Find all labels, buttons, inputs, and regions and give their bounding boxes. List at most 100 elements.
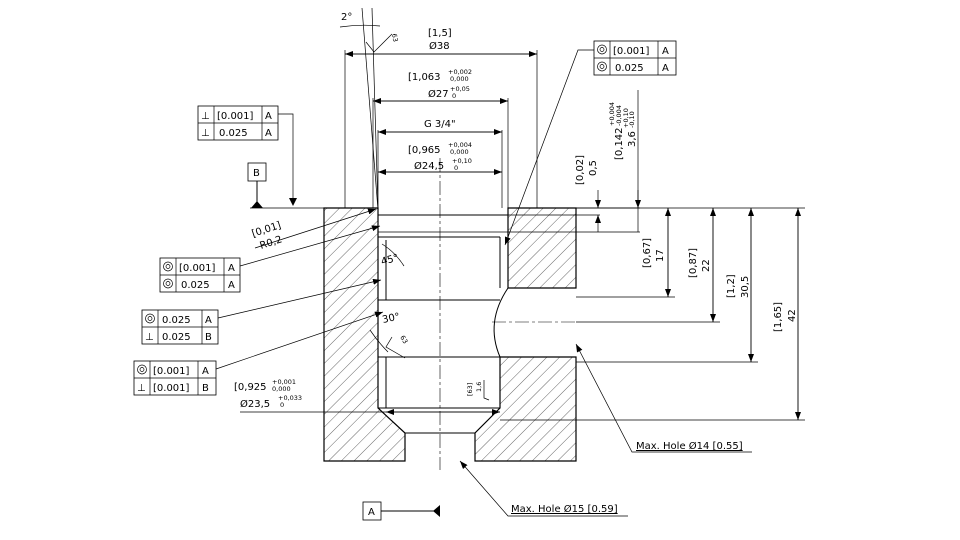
dia24-inch: [0,965 bbox=[408, 145, 441, 156]
d165-mm: 42 bbox=[787, 309, 798, 322]
part-section bbox=[323, 158, 640, 470]
d002-mm: 0,5 bbox=[588, 160, 599, 176]
dim-0-87: [0,87] 22 bbox=[576, 208, 720, 323]
fcf-value: [0.001] bbox=[153, 366, 190, 377]
bottom-finish-value: [63] bbox=[466, 383, 474, 396]
dia24-mm-tol-lo: 0 bbox=[454, 164, 458, 172]
dia23-inch: [0,925 bbox=[234, 382, 267, 393]
dia38-mm-label: Ø38 bbox=[429, 40, 450, 52]
note-hole14-text: Max. Hole Ø14 [0.55] bbox=[636, 440, 743, 452]
dia24-inch-tol-lo: 0,000 bbox=[450, 148, 469, 156]
fcf-datum: B bbox=[202, 383, 209, 394]
angle-2deg-group: 2° 63 bbox=[339, 7, 399, 211]
d0142-inch-tol-lo: -0,004 bbox=[615, 105, 623, 126]
dia24-mm-tol-up: +0,10 bbox=[452, 157, 472, 165]
fcf-value: 0.025 bbox=[162, 315, 191, 326]
dia23-mm-label: Ø23,5 bbox=[240, 398, 270, 410]
concentricity-icon bbox=[597, 61, 607, 72]
dia27-mm-tol-lo: 0 bbox=[452, 92, 456, 100]
angle-30-label: 30° bbox=[381, 311, 401, 325]
thread-label: G 3/4" bbox=[424, 119, 456, 130]
fcf-value: 0.025 bbox=[181, 280, 210, 291]
angle-2deg-label: 2° bbox=[341, 12, 352, 23]
dia24-inch-tol-up: +0,004 bbox=[448, 141, 472, 149]
dia38-inch: [1,5] bbox=[428, 28, 452, 39]
dia27-inch-tol-up: +0,002 bbox=[448, 68, 472, 76]
dim-dia23: [0,925 +0,001 0,000 Ø23,5 +0,033 0 bbox=[234, 378, 500, 415]
fcf-datum: A bbox=[265, 111, 272, 122]
d067-mm: 17 bbox=[655, 249, 666, 262]
fcf-datum: A bbox=[265, 128, 272, 139]
fcf-value: 0.025 bbox=[219, 128, 248, 139]
fcf-value: [0.001] bbox=[217, 111, 254, 122]
angle-30-group: 30° 63 bbox=[369, 311, 409, 359]
note-hole14: Max. Hole Ø14 [0.55] bbox=[575, 343, 752, 453]
dia27-mm-tol-up: +0,05 bbox=[450, 85, 470, 93]
note-hole15-text: Max. Hole Ø15 [0.59] bbox=[511, 503, 618, 515]
left-wall-section bbox=[323, 207, 406, 462]
fcf-datum: A bbox=[202, 366, 209, 377]
fcf-datum: A bbox=[228, 280, 235, 291]
concentricity-icon bbox=[145, 313, 155, 324]
dia23-mm-tol-lo: 0 bbox=[280, 401, 284, 409]
concentricity-icon bbox=[597, 44, 607, 55]
right-wall-upper-section bbox=[507, 207, 577, 289]
finish-symbol-top bbox=[365, 33, 393, 53]
d087-mm: 22 bbox=[701, 259, 712, 272]
dia27-inch-tol-lo: 0,000 bbox=[450, 75, 469, 83]
mid-finish: 63 bbox=[398, 334, 409, 345]
dia24-mm-label: Ø24,5 bbox=[414, 160, 444, 172]
dim-1-2: [1,2] 30,5 bbox=[576, 208, 758, 363]
d0142-mm-tol-up: +0,10 bbox=[622, 108, 630, 128]
fcf-datum: A bbox=[662, 63, 669, 74]
concentricity-icon bbox=[137, 364, 147, 375]
datum-a-group: A bbox=[362, 501, 440, 521]
fcf-perp-top: ⊥ ⊥ [0.001] A 0.025 A bbox=[197, 105, 297, 206]
datum-b-label: B bbox=[253, 168, 260, 179]
fcf-datum: A bbox=[662, 46, 669, 57]
dim-0-02: [0,02] 0,5 bbox=[508, 155, 601, 232]
fcf-conc-right: [0.001] A 0.025 A bbox=[504, 40, 677, 246]
fcf-mixed-low: ⊥ [0.001] A [0.001] B bbox=[133, 311, 384, 396]
dia27-mm-label: Ø27 bbox=[428, 88, 449, 100]
dim-1-65: [1,65] 42 bbox=[500, 207, 805, 421]
fcf-value: [0.001] bbox=[613, 46, 650, 57]
dia27-inch: [1,063 bbox=[408, 72, 441, 83]
d0142-inch-tol-up: +0,004 bbox=[608, 102, 616, 126]
perpendicular-icon: ⊥ bbox=[145, 332, 154, 343]
dia23-inch-tol-lo: 0,000 bbox=[272, 385, 291, 393]
d165-inch: [1,65] bbox=[773, 302, 784, 332]
finish-symbol-bottom bbox=[483, 380, 490, 401]
datum-a-label: A bbox=[368, 507, 375, 518]
concentricity-icon bbox=[163, 278, 173, 289]
d087-inch: [0,87] bbox=[688, 248, 699, 278]
d0142-mm: 3,6 bbox=[627, 131, 638, 147]
d12-mm: 30,5 bbox=[740, 276, 751, 298]
right-wall-lower-section bbox=[474, 356, 577, 462]
perpendicular-icon: ⊥ bbox=[201, 111, 210, 122]
dia23-inch-tol-up: +0,001 bbox=[272, 378, 296, 386]
dia23-mm-tol-up: +0,033 bbox=[278, 394, 302, 402]
fcf-value: 0.025 bbox=[162, 332, 191, 343]
fcf-conc-left: [0.001] A 0.025 A bbox=[159, 225, 381, 293]
d002-inch: [0,02] bbox=[575, 155, 586, 185]
angle-45-group: 45° bbox=[380, 243, 405, 268]
angle-45-label: 45° bbox=[380, 253, 400, 268]
datum-b-group: B bbox=[247, 162, 324, 209]
fcf-mixed-mid: ⊥ 0.025 A 0.025 B bbox=[141, 278, 382, 345]
dim-dia38: [1,5] Ø38 bbox=[344, 28, 538, 208]
fcf-datum: B bbox=[205, 332, 212, 343]
d067-inch: [0,67] bbox=[642, 238, 653, 268]
perpendicular-icon: ⊥ bbox=[201, 128, 210, 139]
finish-bottom-group: [63] 1,6 bbox=[466, 380, 490, 401]
fcf-value: 0.025 bbox=[615, 63, 644, 74]
concentricity-icon bbox=[163, 261, 173, 272]
dim-dia27: [1,063 +0,002 0,000 Ø27 +0,05 0 bbox=[372, 68, 509, 208]
d0142-inch: [0,142 bbox=[614, 127, 625, 160]
fcf-datum: A bbox=[228, 263, 235, 274]
bottom-finish-mm: 1,6 bbox=[475, 382, 483, 392]
dim-0-67: [0,67] 17 bbox=[576, 208, 675, 298]
perpendicular-icon: ⊥ bbox=[137, 383, 146, 394]
